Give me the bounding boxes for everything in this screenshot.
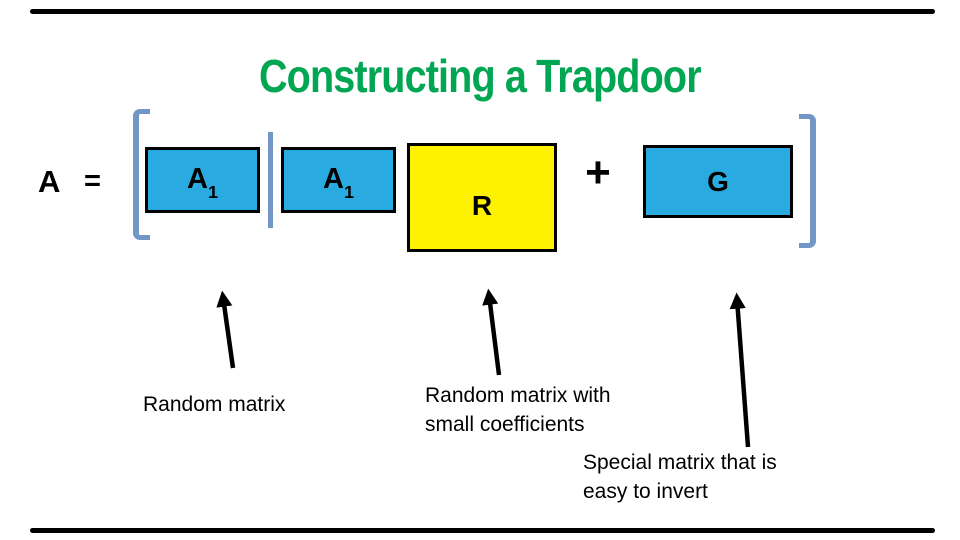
matrix-box-r: R <box>407 143 557 252</box>
annotation-line: small coefficients <box>425 413 585 436</box>
matrix-box-a1-second: A1 <box>281 147 396 213</box>
top-border-line <box>30 9 935 14</box>
matrix-box-g: G <box>643 145 793 218</box>
annotation-line: Special matrix that is <box>583 451 777 474</box>
column-divider-line <box>268 132 273 228</box>
annotation-line: easy to invert <box>583 480 708 503</box>
plus-sign: + <box>585 148 611 197</box>
matrix-A-symbol: A <box>38 164 61 199</box>
subscript: 1 <box>343 181 354 202</box>
left-bracket <box>133 109 150 240</box>
matrix-label-r: R <box>471 189 493 221</box>
arrow-to-g-box <box>729 292 751 448</box>
slide-title: Constructing a Trapdoor <box>0 50 960 102</box>
matrix-label-a1-second: A1 <box>323 162 354 202</box>
matrix-label-a1-first: A1 <box>187 162 218 202</box>
matrix-label-g: G <box>707 165 729 197</box>
annotation-special-matrix: Special matrix that is easy to invert <box>583 448 777 506</box>
bottom-border-line <box>30 528 935 533</box>
arrow-to-a1-box <box>216 290 236 369</box>
right-bracket <box>799 114 816 248</box>
annotation-line: Random matrix with <box>425 384 611 407</box>
equals-sign: = <box>84 165 101 197</box>
arrow-to-r-box <box>482 288 502 376</box>
annotation-random-matrix: Random matrix <box>143 393 286 416</box>
matrix-box-a1-first: A1 <box>145 147 260 213</box>
subscript: 1 <box>207 181 218 202</box>
annotation-small-coefficients: Random matrix with small coefficients <box>425 381 611 439</box>
slide-title-text: Constructing a Trapdoor <box>259 50 702 102</box>
